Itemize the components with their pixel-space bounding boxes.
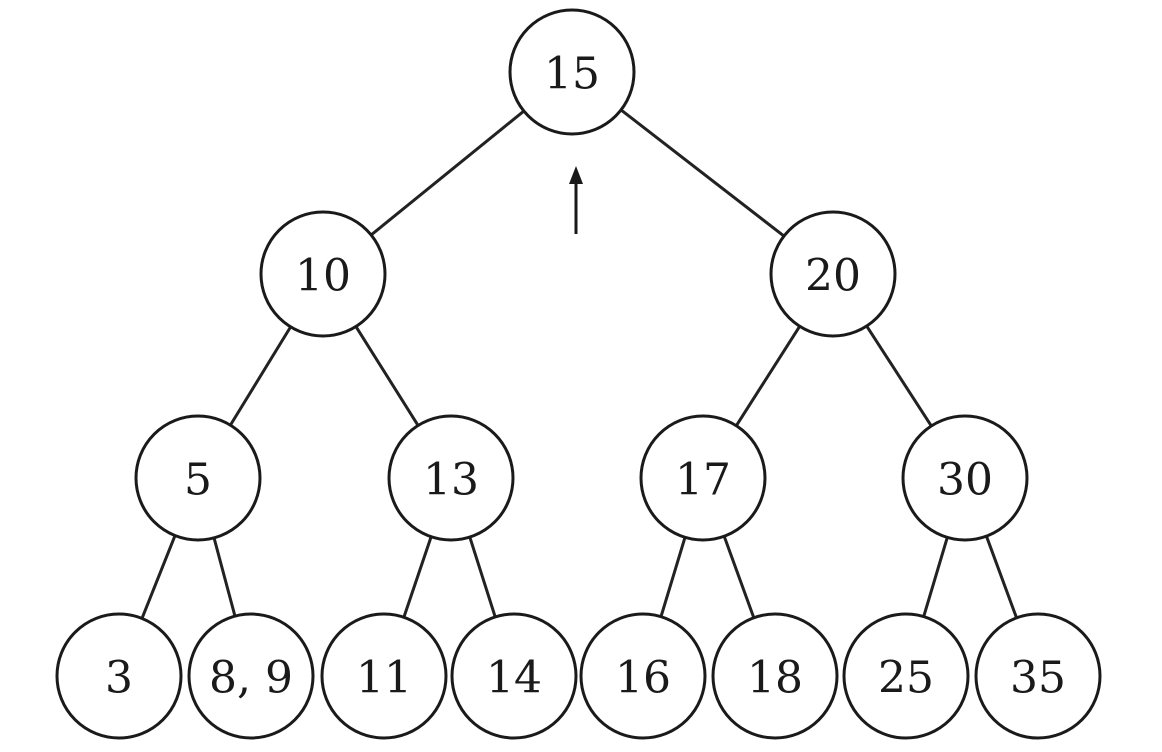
edge-n5-n3 bbox=[140, 534, 177, 620]
edge-n17-n16 bbox=[659, 535, 687, 619]
node-label: 35 bbox=[1010, 653, 1066, 704]
node-label: 3 bbox=[105, 653, 133, 704]
node-circle bbox=[450, 612, 578, 740]
node-label: 30 bbox=[937, 455, 993, 506]
edge-n20-n17 bbox=[734, 324, 802, 428]
node-label: 20 bbox=[805, 251, 861, 302]
tree-node-n8-9: 8, 9 bbox=[187, 612, 315, 740]
tree-node-n17: 17 bbox=[639, 414, 767, 542]
node-circle bbox=[974, 612, 1102, 740]
edge-n10-n5 bbox=[228, 325, 293, 427]
tree-node-n13: 13 bbox=[387, 414, 515, 542]
edge-n15-n20 bbox=[619, 108, 786, 238]
node-circle bbox=[711, 612, 839, 740]
edge-n13-n11 bbox=[402, 535, 433, 619]
node-circle bbox=[134, 414, 262, 542]
tree-edges bbox=[140, 108, 1019, 620]
up-arrow-icon bbox=[569, 166, 583, 184]
node-label: 5 bbox=[184, 455, 212, 506]
node-circle bbox=[259, 210, 387, 338]
tree-node-n3: 3 bbox=[55, 612, 183, 740]
pointer-arrow bbox=[569, 166, 583, 234]
node-label: 11 bbox=[356, 653, 412, 704]
edge-n10-n13 bbox=[354, 325, 420, 427]
node-circle bbox=[387, 414, 515, 542]
node-circle bbox=[320, 612, 448, 740]
tree-node-n15: 15 bbox=[508, 8, 636, 136]
node-label: 8, 9 bbox=[209, 653, 293, 704]
tree-node-n16: 16 bbox=[579, 612, 707, 740]
node-circle bbox=[55, 612, 183, 740]
node-label: 16 bbox=[615, 653, 671, 704]
tree-node-n25: 25 bbox=[842, 612, 970, 740]
node-circle bbox=[639, 414, 767, 542]
node-circle bbox=[901, 414, 1029, 542]
node-circle bbox=[769, 210, 897, 338]
edge-n15-n10 bbox=[369, 109, 526, 237]
node-label: 15 bbox=[544, 49, 600, 100]
tree-node-n35: 35 bbox=[974, 612, 1102, 740]
edge-n5-n8-9 bbox=[212, 536, 237, 618]
tree-nodes: 15 10 20 5 13 17 30 3 8, 9 11 14 16 18 25 35 bbox=[55, 8, 1102, 740]
tree-node-n14: 14 bbox=[450, 612, 578, 740]
edge-n13-n14 bbox=[468, 535, 497, 619]
node-label: 18 bbox=[747, 653, 803, 704]
tree-node-n5: 5 bbox=[134, 414, 262, 542]
edge-n30-n25 bbox=[922, 535, 949, 619]
node-circle bbox=[579, 612, 707, 740]
tree-node-n11: 11 bbox=[320, 612, 448, 740]
node-circle bbox=[508, 8, 636, 136]
node-label: 13 bbox=[423, 455, 479, 506]
node-circle bbox=[842, 612, 970, 740]
edge-n20-n30 bbox=[865, 324, 933, 428]
node-label: 10 bbox=[295, 251, 351, 302]
tree-node-n10: 10 bbox=[259, 210, 387, 338]
edge-n30-n35 bbox=[984, 534, 1019, 620]
node-label: 25 bbox=[878, 653, 934, 704]
tree-node-n20: 20 bbox=[769, 210, 897, 338]
tree-node-n30: 30 bbox=[901, 414, 1029, 542]
node-label: 14 bbox=[486, 653, 542, 704]
tree-node-n18: 18 bbox=[711, 612, 839, 740]
node-label: 17 bbox=[675, 455, 731, 506]
edge-n17-n18 bbox=[722, 534, 756, 620]
node-circle bbox=[187, 612, 315, 740]
